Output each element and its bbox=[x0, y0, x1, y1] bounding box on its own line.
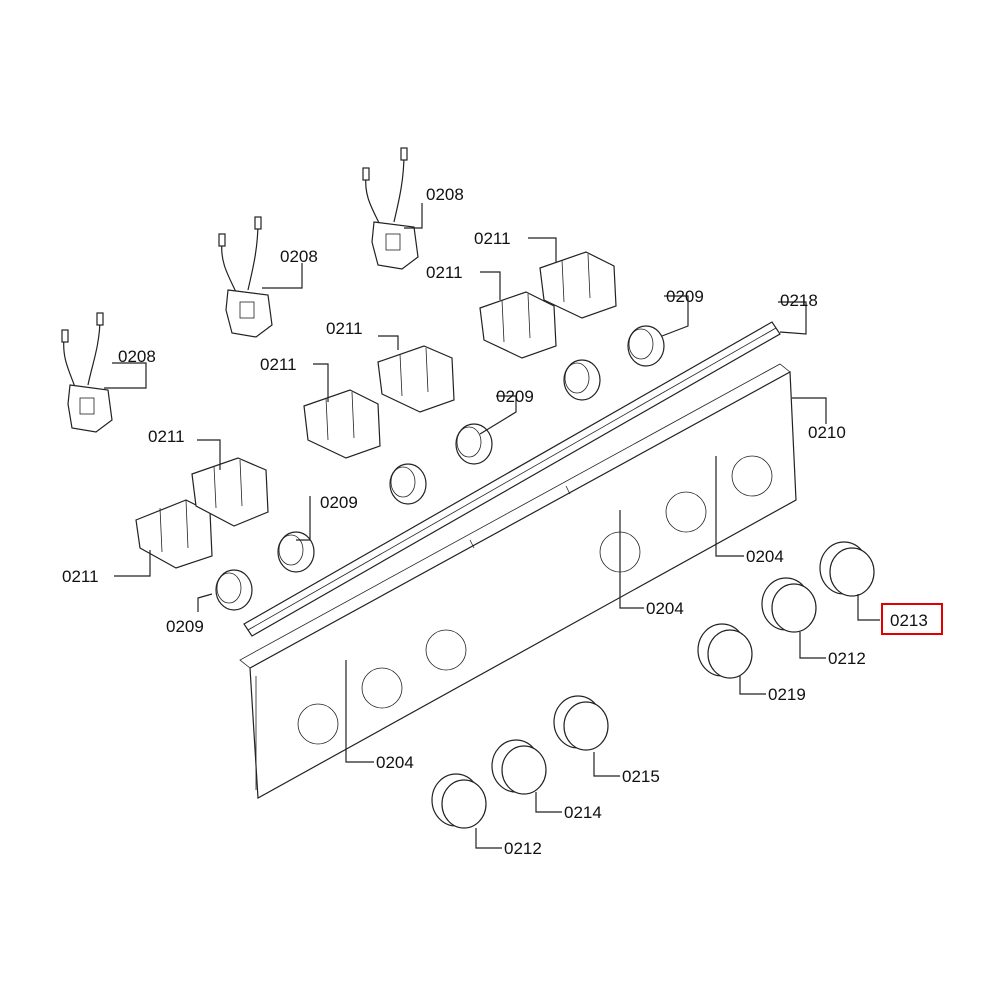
ring-5[interactable] bbox=[563, 359, 601, 401]
label-0213[interactable]: 0213 bbox=[890, 611, 928, 630]
valve-holder-3[interactable] bbox=[303, 389, 381, 459]
label-0211-f: 0211 bbox=[62, 567, 99, 586]
label-0211-e: 0211 bbox=[148, 427, 185, 446]
label-0211-d: 0211 bbox=[260, 355, 297, 374]
knob-0219[interactable] bbox=[697, 623, 753, 679]
label-0211-b: 0211 bbox=[426, 263, 463, 282]
label-0211-a: 0211 bbox=[474, 229, 511, 248]
knob-0212-right[interactable] bbox=[761, 577, 817, 633]
label-0209-c: 0209 bbox=[320, 493, 358, 512]
ring-1[interactable] bbox=[215, 569, 253, 611]
label-0204-middle: 0204 bbox=[646, 599, 684, 618]
part-labels: 0208 0208 0208 0211 0211 0211 0211 0211 … bbox=[62, 185, 928, 858]
switch-module-top[interactable] bbox=[362, 147, 419, 270]
label-0210: 0210 bbox=[808, 423, 846, 442]
label-0208-middle: 0208 bbox=[280, 247, 318, 266]
label-0209-a: 0209 bbox=[666, 287, 704, 306]
label-0212-right: 0212 bbox=[828, 649, 866, 668]
ring-3[interactable] bbox=[389, 463, 427, 505]
ring-6[interactable] bbox=[627, 325, 665, 367]
trim-strip[interactable] bbox=[243, 321, 781, 637]
label-0204-left: 0204 bbox=[376, 753, 414, 772]
knob-0212-bottom[interactable] bbox=[431, 773, 487, 829]
label-0204-right: 0204 bbox=[746, 547, 784, 566]
valve-holder-5[interactable] bbox=[479, 291, 557, 359]
label-0209-d: 0209 bbox=[166, 617, 204, 636]
control-panel[interactable] bbox=[239, 363, 797, 799]
switch-module-middle[interactable] bbox=[218, 216, 273, 338]
label-0214: 0214 bbox=[564, 803, 602, 822]
knob-0215[interactable] bbox=[553, 695, 609, 751]
valve-holder-2[interactable] bbox=[191, 457, 269, 527]
knob-0214[interactable] bbox=[491, 739, 547, 795]
leader-lines bbox=[104, 203, 880, 849]
valve-holder-4[interactable] bbox=[377, 345, 455, 413]
label-0208-left: 0208 bbox=[118, 347, 156, 366]
switch-module-left[interactable] bbox=[61, 312, 113, 433]
highlight-box bbox=[881, 603, 943, 635]
label-0215: 0215 bbox=[622, 767, 660, 786]
label-0211-c: 0211 bbox=[326, 319, 363, 338]
label-0209-b: 0209 bbox=[496, 387, 534, 406]
ring-2[interactable] bbox=[277, 531, 315, 573]
label-0208-top: 0208 bbox=[426, 185, 464, 204]
valve-holder-1[interactable] bbox=[135, 499, 213, 569]
ring-4[interactable] bbox=[455, 423, 493, 465]
label-0218: 0218 bbox=[780, 291, 818, 310]
label-0219: 0219 bbox=[768, 685, 806, 704]
knob-0213[interactable] bbox=[819, 541, 875, 597]
valve-holder-6[interactable] bbox=[539, 251, 617, 319]
label-0212-bottom: 0212 bbox=[504, 839, 542, 858]
